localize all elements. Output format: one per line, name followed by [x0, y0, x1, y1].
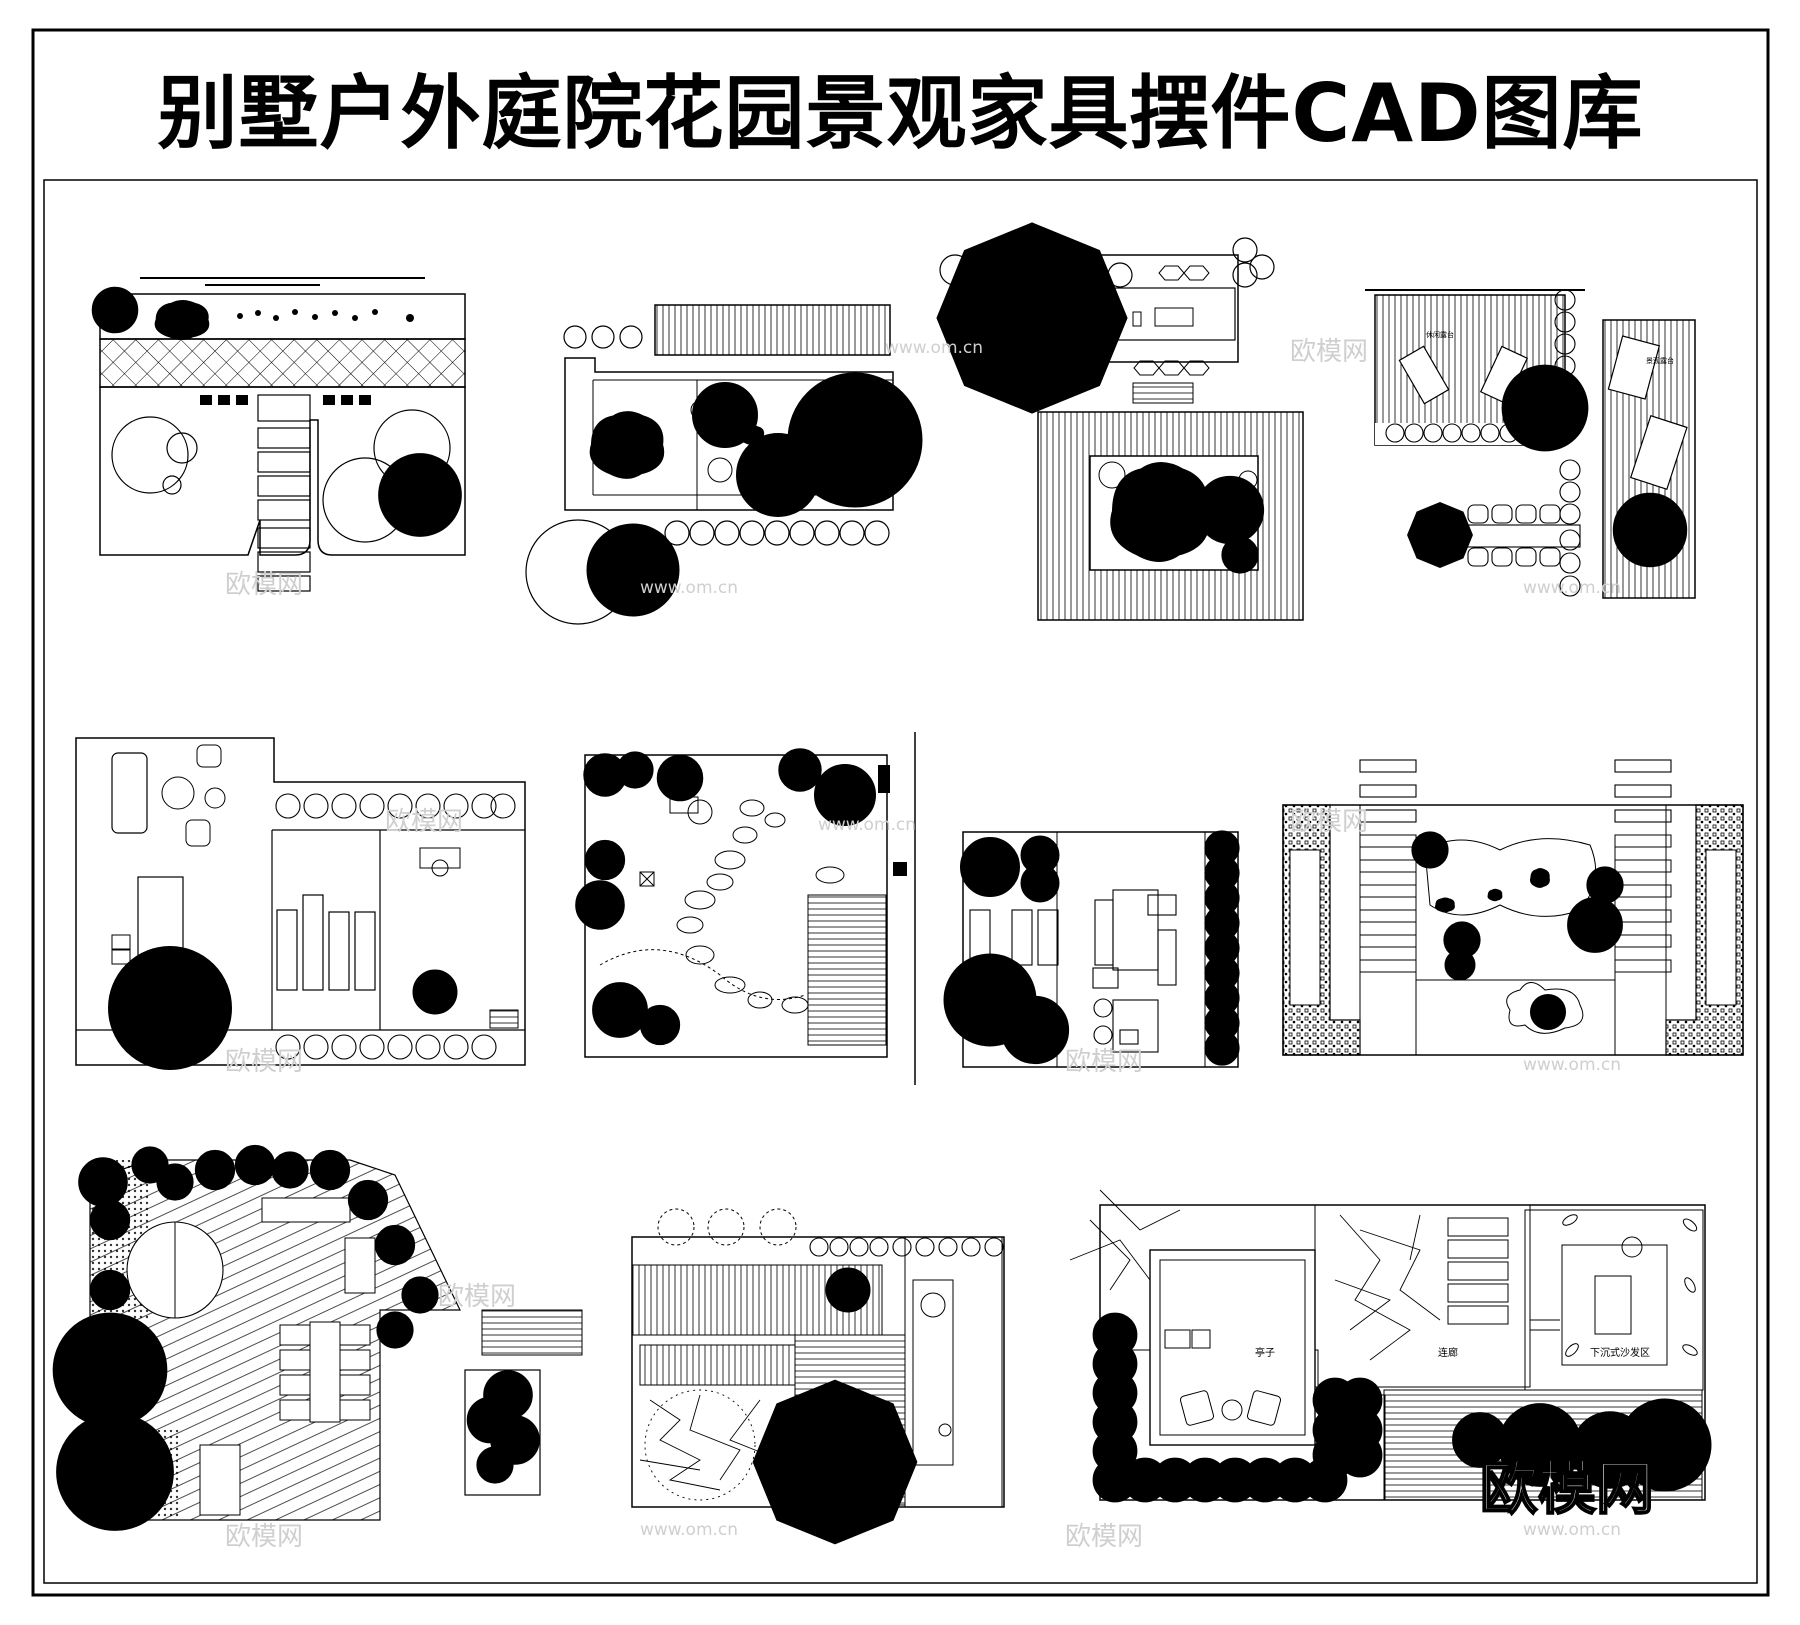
plan-2	[525, 304, 900, 625]
plan-4: 休闲露台 景观露台	[1365, 289, 1696, 599]
plan-3	[940, 238, 1304, 621]
watermarks: 欧模网 www.om.cn www.om.cn 欧模网 www.om.cn 欧模…	[225, 337, 1655, 1552]
watermark-5: 欧模网	[225, 1047, 303, 1077]
watermark-6: 欧模网	[1065, 1047, 1143, 1077]
plan-6	[584, 732, 916, 1085]
plan-1	[100, 277, 466, 592]
watermark-7: 欧模网	[438, 1282, 516, 1312]
plan-4-label-1: 休闲露台	[1426, 330, 1454, 339]
watermark-url-4: www.om.cn	[818, 815, 916, 835]
watermark-url-6: www.om.cn	[640, 1520, 738, 1540]
watermark-1: 欧模网	[225, 570, 303, 600]
plan-11: 亭子 连廊 下沉式沙发区	[1069, 1189, 1705, 1500]
plan-5	[75, 737, 526, 1065]
watermark-url-7: www.om.cn	[1523, 1520, 1621, 1540]
outer-frame	[31, 28, 1770, 1597]
watermark-2: 欧模网	[1290, 337, 1368, 367]
inner-frame	[43, 179, 1758, 1584]
plan-4-label-2: 景观露台	[1646, 356, 1674, 365]
corner-watermark: 欧模网	[1480, 1454, 1654, 1522]
plan-10	[631, 1208, 1005, 1512]
watermark-url-2: www.om.cn	[885, 338, 983, 358]
plan-9	[73, 1152, 583, 1520]
watermark-url-5: www.om.cn	[1523, 1055, 1621, 1075]
watermark-url-3: www.om.cn	[1523, 578, 1621, 598]
plan-7	[960, 832, 1238, 1068]
plan-11-label-sunken-sofa: 下沉式沙发区	[1590, 1346, 1650, 1359]
watermark-3: 欧模网	[385, 807, 463, 837]
watermark-url-1: www.om.cn	[640, 578, 738, 598]
watermark-8: 欧模网	[225, 1522, 303, 1552]
watermark-9: 欧模网	[1065, 1522, 1143, 1552]
plan-11-label-corridor: 连廊	[1438, 1346, 1458, 1359]
watermark-4: 欧模网	[1290, 807, 1368, 837]
plan-8	[1282, 759, 1744, 1056]
plan-11-label-pavilion: 亭子	[1255, 1346, 1275, 1359]
sheet-title: 别墅户外庭院花园景观家具摆件CAD图库	[157, 67, 1644, 160]
